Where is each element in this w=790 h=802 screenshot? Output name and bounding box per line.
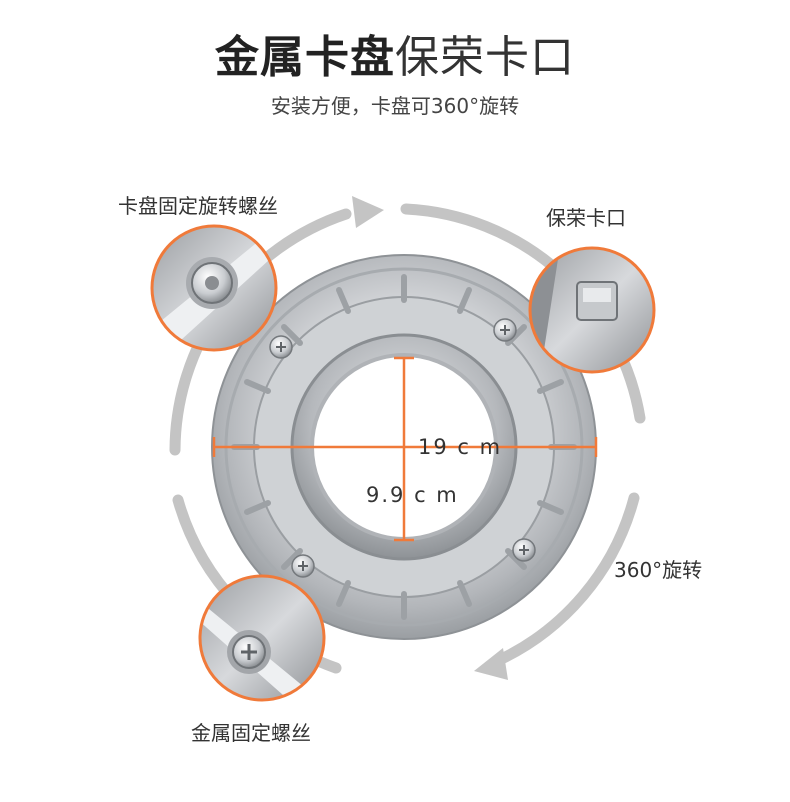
callout-label-rotation-screw: 卡盘固定旋转螺丝 (118, 194, 278, 218)
callout-label-bayonet: 保荣卡口 (546, 206, 626, 230)
callout-label-fixing-screw: 金属固定螺丝 (191, 721, 311, 745)
dimension-lines (212, 356, 598, 542)
page-title: 金属卡盘保荣卡口 (0, 28, 790, 88)
callout-label-rotation: 360°旋转 (614, 558, 703, 582)
title-light: 保荣卡口 (395, 32, 575, 83)
bayonet-lug-icon (576, 281, 618, 321)
title-bold: 金属卡盘 (215, 32, 395, 83)
callout-fixing-screw (198, 574, 326, 702)
callout-rotation-screw (150, 224, 278, 352)
dimension-outer-label: 19 c m (418, 435, 503, 459)
dimension-inner-label: 9.9 c m (366, 483, 459, 507)
screw-icon (269, 318, 536, 578)
arrow-heads (352, 196, 508, 680)
page-subtitle: 安装方便，卡盘可360°旋转 (270, 94, 520, 118)
